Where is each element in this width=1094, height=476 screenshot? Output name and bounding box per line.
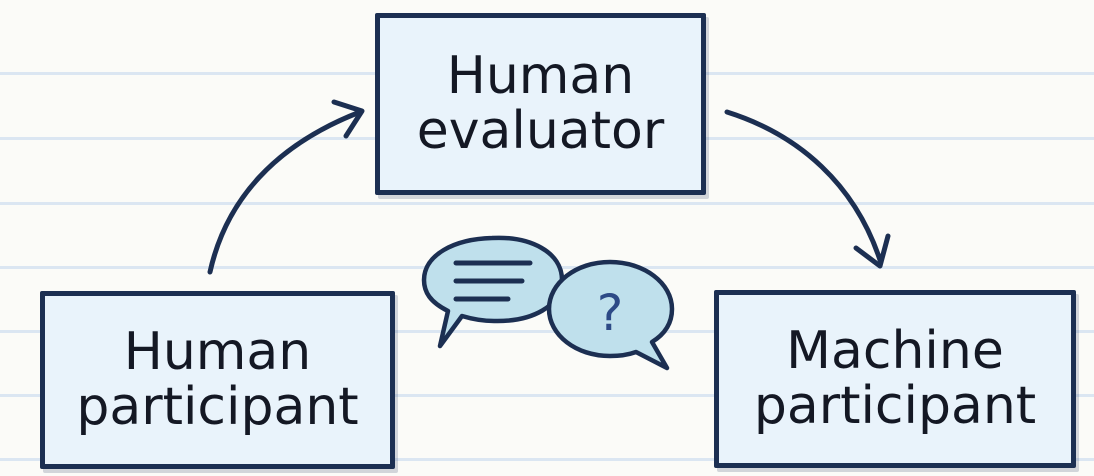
machine-participant-line1: Machine (786, 321, 1004, 382)
human-evaluator-line2: evaluator (416, 101, 665, 161)
arrow-icon-evaluator-to-machine (724, 109, 891, 269)
human-evaluator-box: Human evaluator (375, 13, 706, 195)
question-mark: ? (597, 284, 624, 342)
paper-rule-line (0, 330, 1094, 333)
paper-rule-line (0, 394, 1094, 397)
human-participant-line2: participant (76, 377, 359, 437)
human-evaluator-line1: Human (446, 46, 635, 107)
speech-bubble-icon (421, 235, 565, 349)
paper-rule-line (0, 202, 1094, 205)
paper-rule-line (0, 458, 1094, 461)
arrow-icon-human-to-evaluator (207, 99, 365, 275)
human-participant-line1: Human (123, 322, 312, 383)
question-bubble-icon: ? (546, 259, 675, 371)
machine-participant-box: Machine participant (714, 290, 1076, 468)
human-participant-box: Human participant (40, 291, 395, 469)
machine-participant-line2: participant (753, 376, 1037, 436)
